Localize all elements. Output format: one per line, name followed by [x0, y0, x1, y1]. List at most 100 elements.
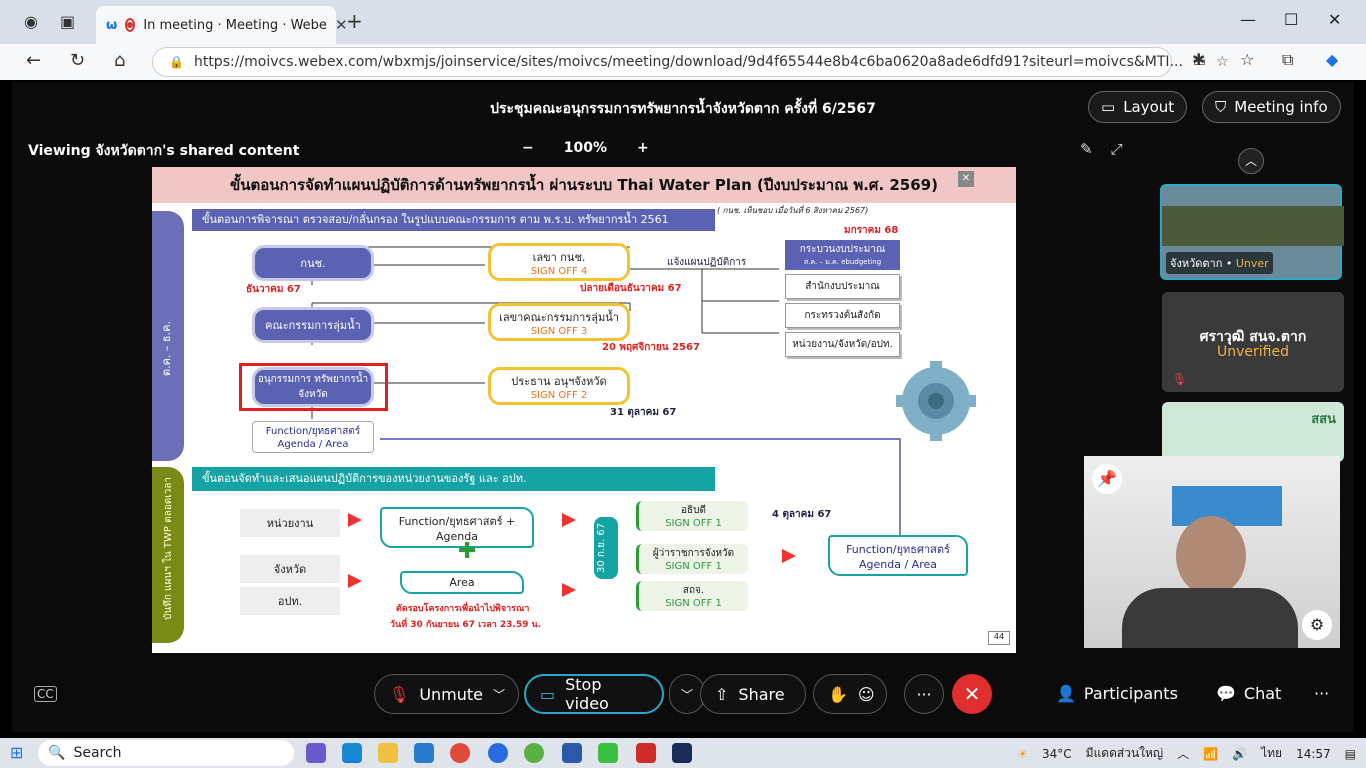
volume-icon[interactable]: 🔊	[1232, 746, 1248, 761]
video-options-button[interactable]: ﹀	[669, 674, 705, 714]
mail-app-icon[interactable]	[414, 743, 434, 763]
network-icon[interactable]: 📶	[1203, 746, 1219, 761]
extensions-icon[interactable]: ✱	[1192, 50, 1206, 69]
chevron-up-icon[interactable]: ︿	[1177, 747, 1190, 761]
share-icon: ⇧	[715, 684, 729, 704]
copilot-icon[interactable]: ◆	[1326, 50, 1339, 69]
budget-head: กระบวนงบประมาณส.ค. – ม.ค. ebudgeting	[785, 240, 900, 270]
taskbar: ⊞ 🔍 Search ☀ 34°C มีแดดส่วนใหญ่ ︿ 📶 🔊 ไท…	[0, 738, 1366, 768]
slide-close-icon[interactable]: ✕	[958, 171, 974, 187]
pin-icon[interactable]: 📌	[1092, 464, 1122, 494]
copilot-app-icon[interactable]	[306, 743, 326, 763]
back-icon[interactable]: ←	[26, 50, 42, 71]
participant-tile-1[interactable]: จังหวัดตาก • Unver	[1160, 184, 1344, 280]
chat-label: Chat	[1243, 684, 1282, 703]
close-window-button[interactable]: ✕	[1328, 10, 1342, 29]
new-tab-button[interactable]: +	[346, 9, 363, 33]
section2-side: บันทึก แผนฯ ใน TWP ตลอดเวลา	[152, 467, 184, 643]
stop-video-button[interactable]: ▭ Stop video	[524, 674, 664, 714]
node-knch: กนช.	[252, 245, 374, 281]
word-app-icon[interactable]	[562, 743, 582, 763]
url-field[interactable]: 🔒 https://moivcs.webex.com/wbxmjs/joinse…	[152, 47, 1229, 77]
address-bar-row: ← ↻ ⌂ 🔒 https://moivcs.webex.com/wbxmjs/…	[0, 44, 1366, 80]
chrome-app-icon[interactable]	[450, 743, 470, 763]
browser-tab[interactable]: ω In meeting · Meeting · Webe ✕	[96, 6, 348, 44]
tab-title: In meeting · Meeting · Webe	[143, 17, 327, 33]
muted-mic-icon: 🎙	[1172, 372, 1188, 386]
viewing-label: Viewing จังหวัดตาก's shared content	[28, 143, 300, 159]
meeting-title: ประชุมคณะอนุกรรมการทรัพยากรน้ำจังหวัดตาก…	[490, 101, 876, 117]
webex-meeting: ประชุมคณะอนุกรรมการทรัพยากรน้ำจังหวัดตาก…	[12, 82, 1354, 732]
participants-button[interactable]: 👤 Participants	[1056, 684, 1178, 703]
annotate-icon[interactable]: ✎	[1080, 140, 1093, 158]
node-sec2: ประธาน อนุฯจังหวัด SIGN OFF 2	[488, 367, 630, 405]
notify-label: แจ้งแผนปฏิบัติการ	[667, 257, 747, 268]
reload-icon[interactable]: ↻	[70, 50, 86, 71]
meeting-info-button[interactable]: ⛉ Meeting info	[1202, 91, 1341, 123]
chevron-down-icon[interactable]: ﹀	[493, 687, 506, 702]
arrow-icon	[348, 574, 362, 588]
zoom-app-icon[interactable]	[488, 743, 508, 763]
highlight-box	[239, 363, 388, 411]
person-head	[1176, 516, 1246, 596]
more-options-button[interactable]: ···	[904, 674, 944, 714]
search-label: Search	[73, 745, 122, 761]
participant-tile-2[interactable]: ศราวุฒิ สนจ.ตาก Unverified 🎙	[1162, 292, 1344, 392]
dg-box: อธิบดีSIGN OFF 1	[636, 501, 748, 531]
minimize-button[interactable]: —	[1240, 10, 1256, 29]
favorite-star-icon[interactable]: ☆	[1216, 54, 1229, 70]
label-province: จังหวัด	[240, 555, 340, 583]
tab-actions-icon[interactable]: ▣	[60, 12, 76, 31]
camera-icon[interactable]: ▭	[1192, 54, 1207, 70]
emoji-icon[interactable]: ☺	[857, 684, 875, 704]
acrobat-app-icon[interactable]	[636, 743, 656, 763]
clock[interactable]: 14:57	[1296, 746, 1331, 761]
page-number: 44	[988, 631, 1010, 645]
notification-icon[interactable]: ▤	[1344, 746, 1356, 761]
webex-app-icon[interactable]	[672, 743, 692, 763]
line-app-icon[interactable]	[598, 743, 618, 763]
green-app-icon[interactable]	[524, 743, 544, 763]
arrow-icon	[348, 513, 362, 527]
panel-more-label: ···	[1314, 684, 1330, 703]
date-jan68: มกราคม 68	[844, 225, 899, 236]
zoom-in-button[interactable]: +	[637, 140, 649, 156]
section1-bar: ขั้นตอนการพิจารณา ตรวจสอบ/กลั่นกรอง ในรู…	[192, 209, 715, 231]
tab-close-button[interactable]: ✕	[334, 16, 348, 34]
taskbar-search[interactable]: 🔍 Search	[38, 740, 294, 766]
raise-hand-icon[interactable]: ✋	[828, 684, 848, 704]
unmute-button[interactable]: 🎙 Unmute ﹀	[374, 674, 519, 714]
maximize-button[interactable]: ☐	[1284, 10, 1299, 29]
participant-tile-3[interactable]: สสน	[1162, 402, 1344, 462]
home-icon[interactable]: ⌂	[114, 50, 126, 71]
sec3-label: เลขาคณะกรรมการลุ่มน้ำ	[499, 310, 619, 324]
participants-label: Participants	[1083, 684, 1178, 703]
node-function: Function/ยุทธศาสตร์ Agenda / Area	[252, 421, 374, 453]
profile-icon[interactable]: ◉	[24, 12, 38, 31]
participant-1-label: จังหวัดตาก • Unver	[1166, 252, 1273, 274]
leave-meeting-button[interactable]: ✕	[952, 674, 992, 714]
layout-button[interactable]: ▭ Layout	[1088, 91, 1188, 123]
collections-icon[interactable]: ⧉	[1282, 50, 1294, 69]
captions-icon[interactable]: CC	[34, 686, 57, 702]
self-video[interactable]: 📌 ⚙	[1084, 456, 1340, 648]
panel-more-button[interactable]: ···	[1314, 684, 1329, 703]
shield-icon: ⛉	[1215, 98, 1227, 116]
settings-icon[interactable]: ⚙	[1302, 610, 1332, 640]
expand-icon[interactable]: ⤢	[1110, 140, 1123, 158]
cutoff-date: วันที่ 30 กันยายน 67 เวลา 23.59 น.	[390, 620, 542, 630]
chat-button[interactable]: 💬 Chat	[1216, 684, 1281, 703]
share-button[interactable]: ⇧ Share	[700, 674, 806, 714]
favorites-icon[interactable]: ☆	[1240, 50, 1255, 69]
edge-app-icon[interactable]	[342, 743, 362, 763]
windows-start-icon[interactable]: ⊞	[10, 743, 24, 762]
section2-side-label: บันทึก แผนฯ ใน TWP ตลอดเวลา	[163, 477, 174, 620]
system-tray: ☀ 34°C มีแดดส่วนใหญ่ ︿ 📶 🔊 ไทย 14:57 ▤	[1017, 744, 1356, 763]
reactions-group[interactable]: ✋ ☺	[813, 674, 887, 714]
zoom-out-button[interactable]: −	[522, 140, 534, 156]
language-indicator[interactable]: ไทย	[1261, 746, 1283, 760]
lock-icon[interactable]: 🔒	[169, 55, 184, 69]
collapse-icon[interactable]: ︿	[1238, 148, 1264, 174]
file-explorer-icon[interactable]	[378, 743, 398, 763]
